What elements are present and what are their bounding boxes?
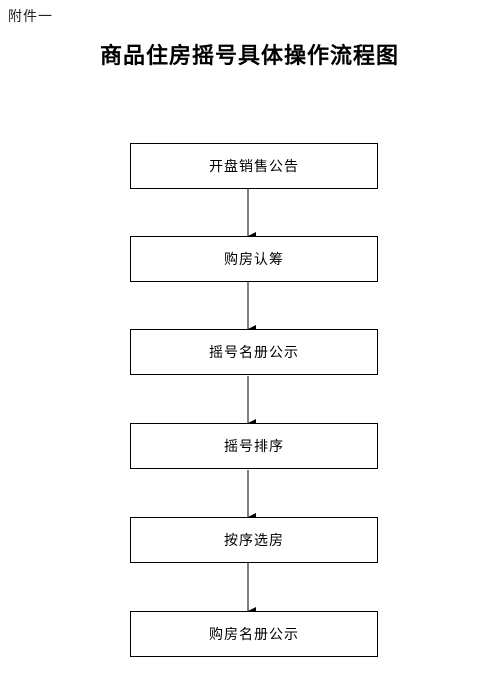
flow-step-purchase-subscription: 购房认筹 (130, 236, 378, 282)
flow-step-sales-announcement: 开盘销售公告 (130, 143, 378, 189)
flow-step-select-in-order: 按序选房 (130, 517, 378, 563)
page-title: 商品住房摇号具体操作流程图 (100, 44, 400, 69)
flow-step-buyer-roster-notice: 购房名册公示 (130, 611, 378, 657)
attachment-label: 附件一 (8, 9, 53, 25)
flow-step-lottery-ranking: 摇号排序 (130, 423, 378, 469)
flow-step-lottery-roster-notice: 摇号名册公示 (130, 329, 378, 375)
